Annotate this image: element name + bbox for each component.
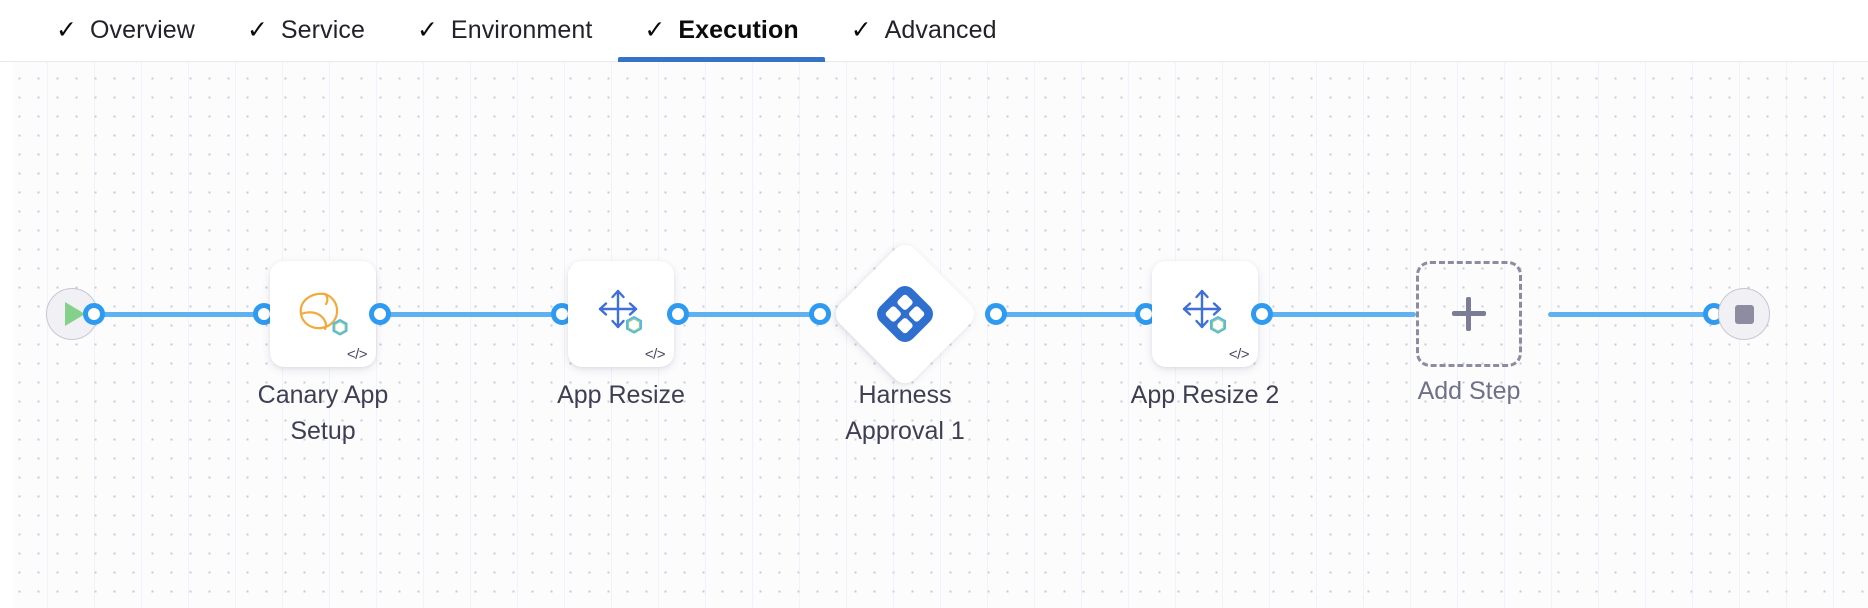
step-app-resize-2[interactable]: </> App Resize 2 [1131,261,1279,409]
port-resize2-out[interactable] [1251,303,1273,325]
wizard-tab-bar: ✓ Overview ✓ Service ✓ Environment ✓ Exe… [0,0,1868,62]
tab-overview[interactable]: ✓ Overview [30,0,221,62]
tab-label: Overview [89,16,195,44]
add-step-node[interactable]: Add Step [1416,261,1522,405]
step-label: App Resize [557,381,685,409]
canvas-left-gutter [0,62,14,608]
step-label: Harness Approval 1 [845,381,965,445]
step-canary-app-setup[interactable]: </> Canary App Setup [258,261,388,445]
check-icon: ✓ [56,16,77,44]
tab-label: Advanced [884,16,997,44]
edge-addstep-to-end [1548,312,1708,317]
execution-pipeline-graph: </> Canary App Setup [0,62,1868,608]
tab-advanced[interactable]: ✓ Advanced [825,0,1023,62]
hex-badge-icon [1210,315,1226,334]
step-app-resize[interactable]: </> App Resize [557,261,685,409]
plus-icon [1452,297,1486,331]
step-label: Canary App Setup [257,381,389,445]
tab-environment[interactable]: ✓ Environment [391,0,618,62]
canary-bird-icon [299,292,348,336]
port-approval-in[interactable] [809,303,831,325]
pipeline-canvas[interactable]: </> Canary App Setup [0,62,1868,608]
harness-logo-icon [877,286,933,342]
check-icon: ✓ [850,16,872,44]
add-step-label: Add Step [1417,377,1521,405]
diamond-icon-wrap [852,261,958,367]
edge-start-to-canary [88,312,270,317]
hex-badge-icon [626,315,642,334]
port-approval-out[interactable] [985,303,1007,325]
end-node[interactable] [1718,288,1770,340]
step-card[interactable]: </> [270,261,376,367]
port-canary-out[interactable] [369,303,391,325]
resize-arrows-icon [598,289,642,334]
edge-approval-to-resize2 [1000,312,1150,317]
check-icon: ✓ [644,16,666,44]
tab-label: Execution [678,16,799,44]
tab-label: Environment [450,16,593,44]
add-step-button[interactable] [1416,261,1522,367]
code-badge-icon: </> [1228,346,1250,363]
edge-resize2-to-addstep [1268,312,1416,317]
stop-icon [1734,304,1754,324]
port-resize-out[interactable] [667,303,689,325]
edge-canary-to-resize [386,312,566,317]
port-start-out[interactable] [83,303,105,325]
tab-service[interactable]: ✓ Service [221,0,391,62]
step-harness-approval-1[interactable]: Harness Approval 1 [830,239,980,445]
code-badge-icon: </> [346,346,368,363]
hex-badge-icon [332,318,348,336]
step-card[interactable]: </> [568,261,674,367]
resize-arrows-icon [1182,289,1226,334]
check-icon: ✓ [416,16,438,44]
play-icon [65,302,85,326]
check-icon: ✓ [246,16,268,44]
step-label: App Resize 2 [1130,381,1280,409]
edge-resize-to-approval [680,312,822,317]
code-badge-icon: </> [644,346,666,363]
tab-label: Service [280,16,365,44]
step-card[interactable]: </> [1152,261,1258,367]
tab-execution[interactable]: ✓ Execution [618,0,826,62]
